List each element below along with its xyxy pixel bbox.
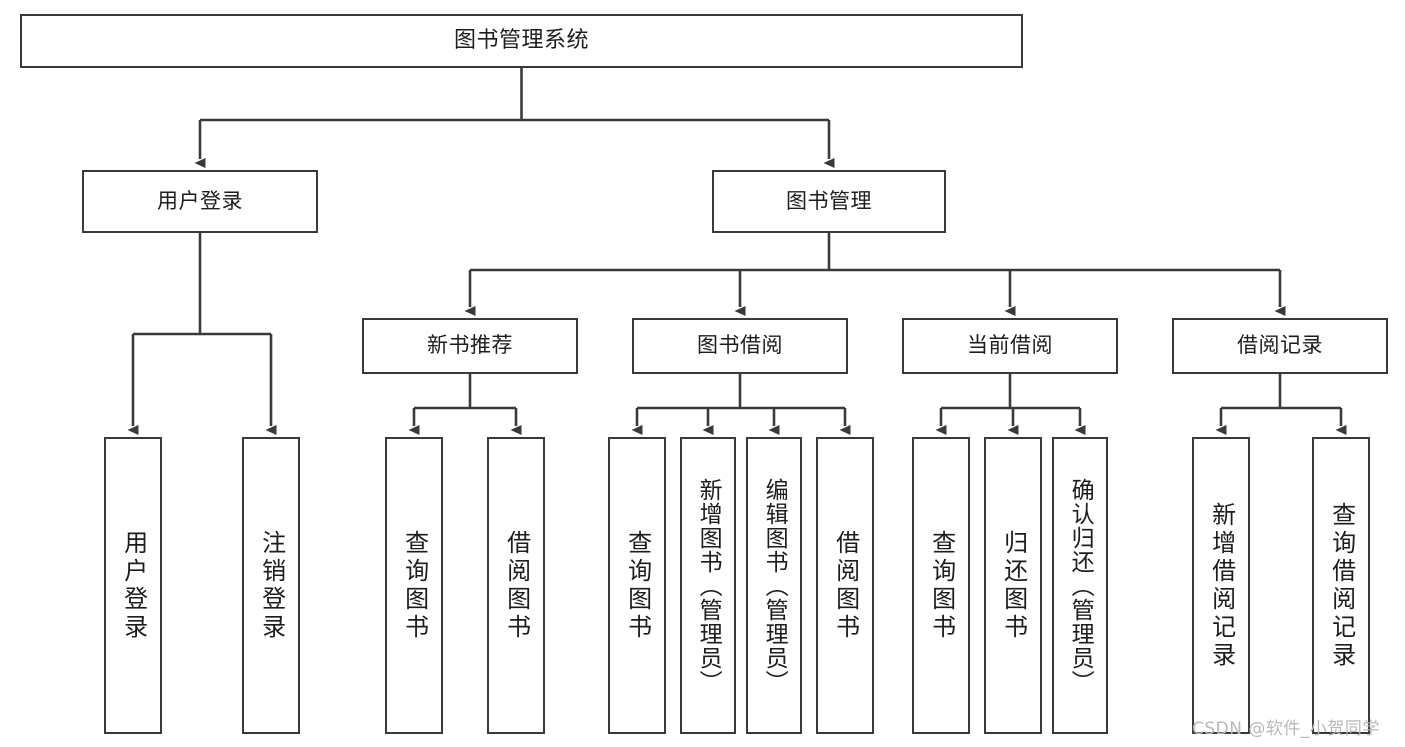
- node-root[interactable]: 图书管理系统: [20, 14, 1023, 68]
- node-leaf-edit-book-label: 编辑图书（管理员）: [761, 477, 788, 694]
- node-leaf-user-login[interactable]: 用户登录: [104, 437, 162, 734]
- node-leaf-borrow-book-2-label: 借阅图书: [831, 529, 860, 642]
- node-borrow-record-label: 借阅记录: [1237, 333, 1323, 358]
- node-leaf-return-book[interactable]: 归还图书: [984, 437, 1042, 734]
- node-book-manage-label: 图书管理: [786, 188, 872, 213]
- node-leaf-query-book-2[interactable]: 查询图书: [608, 437, 666, 734]
- node-leaf-add-record-label: 新增借阅记录: [1207, 501, 1236, 670]
- node-leaf-borrow-book-1[interactable]: 借阅图书: [487, 437, 545, 734]
- node-leaf-query-book-1[interactable]: 查询图书: [385, 437, 443, 734]
- node-leaf-query-book-2-label: 查询图书: [623, 529, 652, 642]
- node-leaf-user-login-label: 用户登录: [119, 529, 148, 642]
- node-leaf-confirm-return-label: 确认归还（管理员）: [1067, 477, 1094, 694]
- node-leaf-query-record-label: 查询借阅记录: [1327, 501, 1356, 670]
- node-leaf-query-book-3[interactable]: 查询图书: [912, 437, 970, 734]
- node-user-login[interactable]: 用户登录: [82, 170, 318, 233]
- node-borrow-record[interactable]: 借阅记录: [1172, 318, 1388, 374]
- node-leaf-query-record[interactable]: 查询借阅记录: [1312, 437, 1370, 734]
- node-book-borrow[interactable]: 图书借阅: [632, 318, 848, 374]
- node-book-borrow-label: 图书借阅: [697, 333, 783, 358]
- node-leaf-query-book-3-label: 查询图书: [927, 529, 956, 642]
- node-leaf-add-book[interactable]: 新增图书（管理员）: [680, 437, 736, 734]
- node-leaf-borrow-book-1-label: 借阅图书: [502, 529, 531, 642]
- node-leaf-user-logout-label: 注销登录: [257, 529, 286, 642]
- node-book-manage[interactable]: 图书管理: [712, 170, 946, 233]
- node-leaf-borrow-book-2[interactable]: 借阅图书: [816, 437, 874, 734]
- node-user-login-label: 用户登录: [157, 188, 243, 213]
- node-leaf-confirm-return[interactable]: 确认归还（管理员）: [1052, 437, 1108, 734]
- node-leaf-add-book-label: 新增图书（管理员）: [695, 477, 722, 694]
- node-root-label: 图书管理系统: [453, 28, 589, 54]
- node-leaf-query-book-1-label: 查询图书: [400, 529, 429, 642]
- node-leaf-edit-book[interactable]: 编辑图书（管理员）: [746, 437, 802, 734]
- node-leaf-add-record[interactable]: 新增借阅记录: [1192, 437, 1250, 734]
- watermark: CSDN @软件_小贺同学: [1192, 719, 1380, 739]
- node-current-borrow-label: 当前借阅: [967, 333, 1053, 358]
- node-new-book-rec-label: 新书推荐: [427, 333, 513, 358]
- node-leaf-return-book-label: 归还图书: [999, 529, 1028, 642]
- node-current-borrow[interactable]: 当前借阅: [902, 318, 1118, 374]
- node-leaf-user-logout[interactable]: 注销登录: [242, 437, 300, 734]
- node-new-book-rec[interactable]: 新书推荐: [362, 318, 578, 374]
